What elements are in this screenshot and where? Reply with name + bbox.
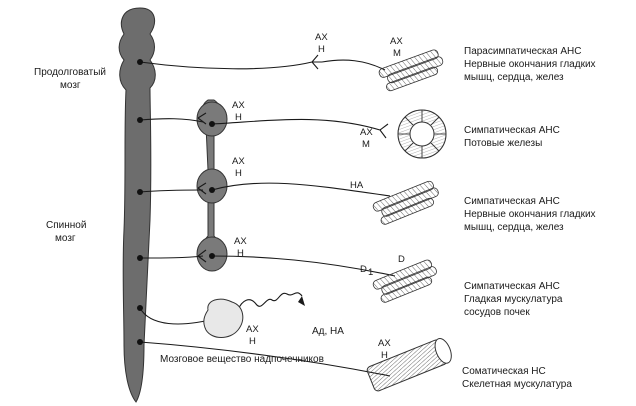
post1-receptor: М bbox=[393, 48, 401, 59]
smooth-muscle-2 bbox=[372, 180, 439, 225]
neuron-cell-bodies bbox=[137, 59, 215, 345]
ganglion-1 bbox=[196, 101, 228, 137]
pre1-transmitter: АХ bbox=[315, 32, 328, 43]
target-sweat: Симпатическая АНС Потовые железы bbox=[464, 125, 560, 149]
medulla-label: Продолговатый bbox=[34, 67, 106, 78]
gang1-receptor: Н bbox=[235, 112, 242, 123]
post2-transmitter: АХ bbox=[360, 127, 373, 138]
gang1-transmitter: АХ bbox=[232, 100, 245, 111]
somatic-receptor: Н bbox=[381, 350, 388, 361]
post4-receptor-d: D bbox=[398, 254, 405, 265]
medulla-label-2: мозг bbox=[60, 80, 81, 91]
target-5-line-1: Соматическая НС bbox=[462, 366, 546, 377]
target-4-line-1: Симпатическая АНС bbox=[464, 281, 560, 292]
skeletal-muscle bbox=[366, 337, 452, 392]
post3-transmitter: НА bbox=[350, 180, 364, 191]
ganglion-2 bbox=[196, 168, 228, 204]
post1-transmitter: АХ bbox=[390, 36, 403, 47]
target-1-line-1: Парасимпатическая АНС bbox=[464, 46, 582, 57]
sweat-gland bbox=[397, 109, 447, 159]
spinal-cord bbox=[118, 7, 156, 403]
post4-receptor-d1: D bbox=[360, 264, 367, 275]
adrenal-medulla-label: Мозговое вещество надпочечников bbox=[160, 354, 324, 365]
target-sympathetic-smooth: Симпатическая АНС Нервные окончания глад… bbox=[464, 196, 596, 233]
pre1-receptor: Н bbox=[318, 44, 325, 55]
adrenal-output-label: Ад, НА bbox=[312, 326, 344, 337]
target-4-line-2: Гладкая мускулатура bbox=[464, 294, 563, 305]
target-4-line-3: сосудов почек bbox=[464, 307, 530, 318]
adrenal-transmitter: АХ bbox=[246, 324, 259, 335]
target-3-line-3: мышц, сердца, желез bbox=[464, 222, 564, 233]
smooth-muscle-3 bbox=[372, 259, 437, 303]
gang3-transmitter: АХ bbox=[234, 236, 247, 247]
target-2-line-2: Потовые железы bbox=[464, 138, 542, 149]
target-renal-vessels: Симпатическая АНС Гладкая мускулатура со… bbox=[464, 281, 563, 318]
gang2-transmitter: АХ bbox=[232, 156, 245, 167]
spinal-cord-label: Спинной bbox=[46, 220, 86, 231]
somatic-transmitter: АХ bbox=[378, 338, 391, 349]
target-3-line-2: Нервные окончания гладких bbox=[464, 209, 596, 220]
adrenal-gland bbox=[203, 298, 244, 338]
target-somatic: Соматическая НС Скелетная мускулатура bbox=[462, 366, 572, 390]
smooth-muscle-1 bbox=[378, 49, 444, 92]
target-2-line-1: Симпатическая АНС bbox=[464, 125, 560, 136]
target-3-line-1: Симпатическая АНС bbox=[464, 196, 560, 207]
spinal-cord-label-2: мозг bbox=[55, 233, 76, 244]
nerve-fibers bbox=[139, 59, 396, 377]
target-1-line-2: Нервные окончания гладких bbox=[464, 59, 596, 70]
target-5-line-2: Скелетная мускулатура bbox=[462, 379, 572, 390]
adrenal-receptor: Н bbox=[249, 336, 256, 347]
target-1-line-3: мышц, сердца, желез bbox=[464, 72, 564, 83]
gang3-receptor: Н bbox=[237, 248, 244, 259]
post2-receptor: М bbox=[362, 139, 370, 150]
gang2-receptor: Н bbox=[235, 168, 242, 179]
post4-receptor-d1-sub: 1 bbox=[368, 267, 373, 278]
target-parasympathetic: Парасимпатическая АНС Нервные окончания … bbox=[464, 46, 596, 83]
